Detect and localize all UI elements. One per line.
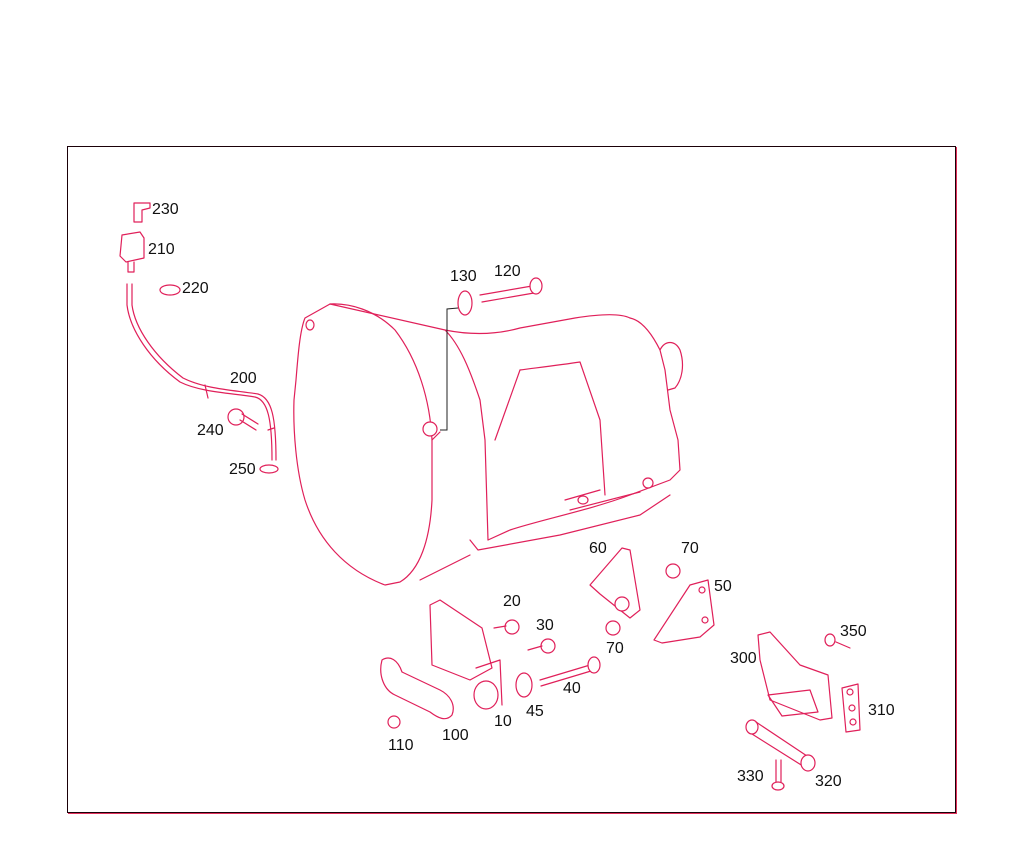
part-label-200[interactable]: 200 bbox=[230, 370, 257, 387]
part-label-250[interactable]: 250 bbox=[229, 461, 256, 478]
part-label-220[interactable]: 220 bbox=[182, 280, 209, 297]
part-label-10[interactable]: 10 bbox=[494, 713, 512, 730]
part-label-230[interactable]: 230 bbox=[152, 201, 179, 218]
part-label-45[interactable]: 45 bbox=[526, 703, 544, 720]
part-label-210[interactable]: 210 bbox=[148, 241, 175, 258]
part-label-330[interactable]: 330 bbox=[737, 768, 764, 785]
part-label-320[interactable]: 320 bbox=[815, 773, 842, 790]
bracket-60-50-drawing bbox=[589, 547, 715, 644]
part-label-40[interactable]: 40 bbox=[563, 680, 581, 697]
part-label-120[interactable]: 120 bbox=[494, 263, 521, 280]
part-label-100[interactable]: 100 bbox=[442, 727, 469, 744]
diagram-frame bbox=[67, 146, 956, 813]
crossmember-300-drawing bbox=[745, 631, 861, 791]
part-label-50[interactable]: 50 bbox=[714, 578, 732, 595]
part-label-60[interactable]: 60 bbox=[589, 540, 607, 557]
part-label-70[interactable]: 70 bbox=[681, 540, 699, 557]
part-label-110[interactable]: 110 bbox=[388, 737, 414, 754]
mount-10-bolts-drawing bbox=[380, 599, 601, 729]
part-label-20[interactable]: 20 bbox=[503, 593, 521, 610]
part-label-310[interactable]: 310 bbox=[868, 702, 895, 719]
part-label-300[interactable]: 300 bbox=[730, 650, 757, 667]
dipstick-assembly-drawing bbox=[119, 202, 279, 474]
part-label-70[interactable]: 70 bbox=[606, 640, 624, 657]
part-label-350[interactable]: 350 bbox=[840, 623, 867, 640]
part-label-240[interactable]: 240 bbox=[197, 422, 224, 439]
bolt-120-washer-130-drawing bbox=[440, 277, 543, 431]
part-label-30[interactable]: 30 bbox=[536, 617, 554, 634]
part-label-130[interactable]: 130 bbox=[450, 268, 477, 285]
transmission-housing-drawing bbox=[293, 303, 684, 586]
